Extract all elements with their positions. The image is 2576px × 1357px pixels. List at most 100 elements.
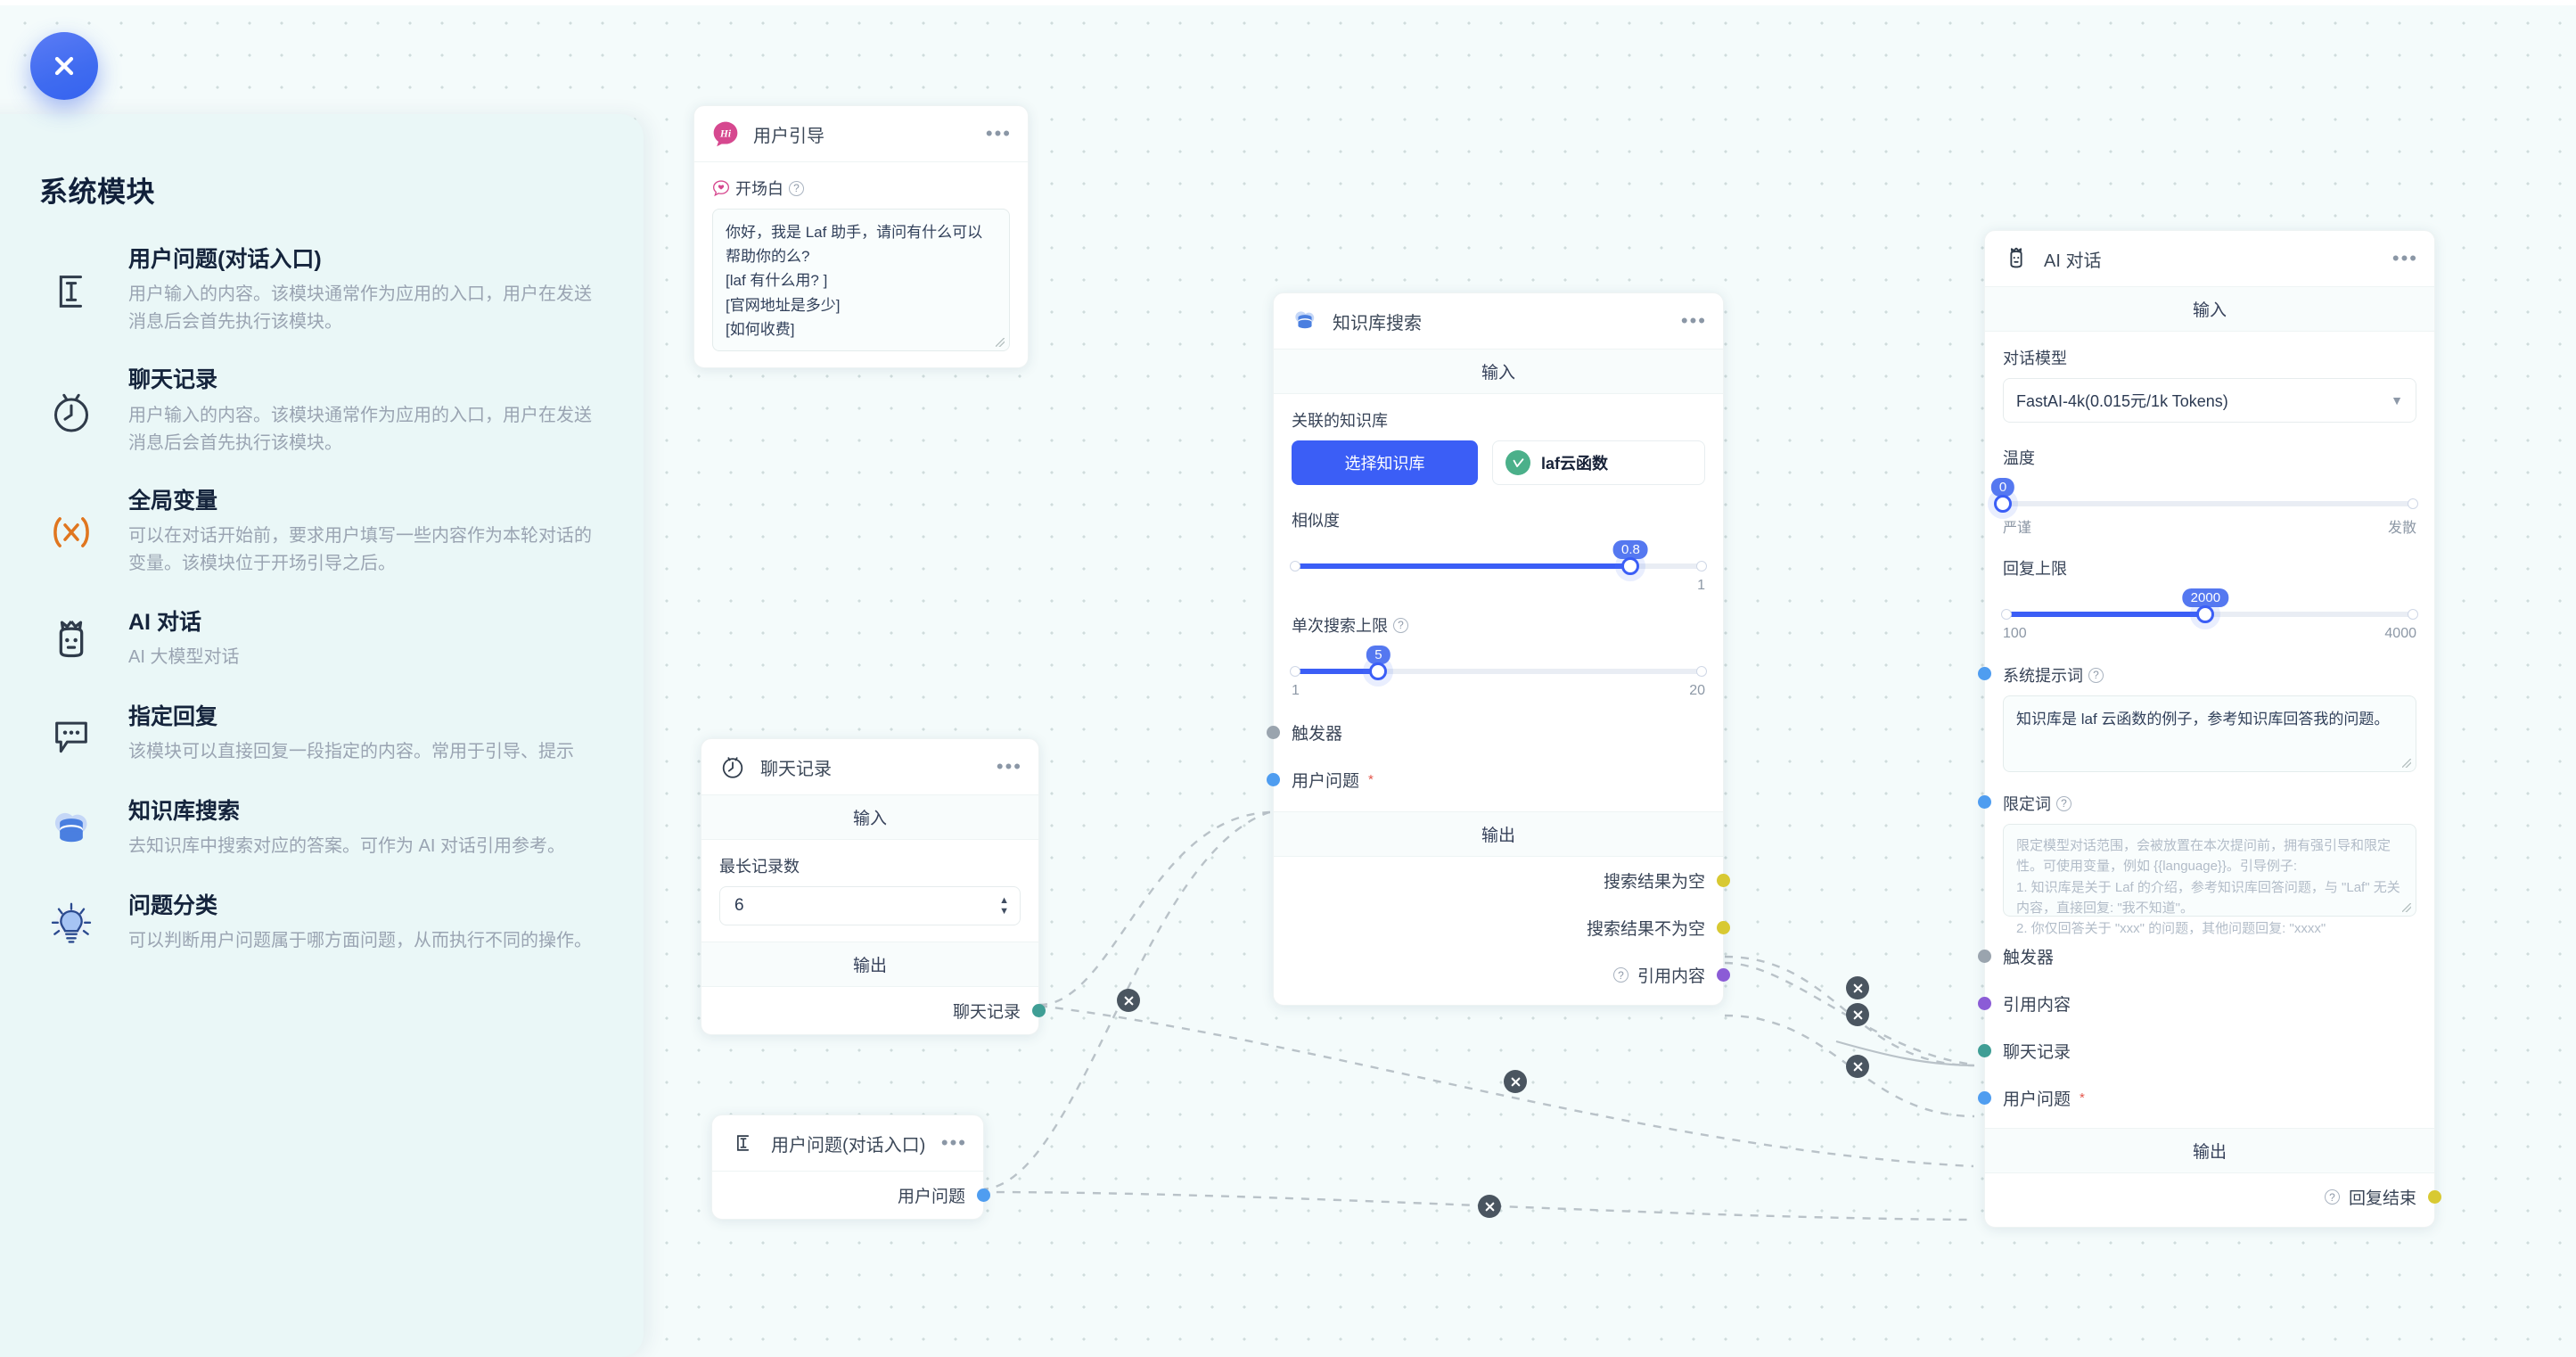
delete-edge-button[interactable] bbox=[1504, 1070, 1527, 1093]
node-menu-icon[interactable]: ••• bbox=[1680, 309, 1707, 333]
sidebar-item-text: AI 对话 AI 大模型对话 bbox=[128, 609, 592, 671]
help-icon[interactable]: ? bbox=[789, 180, 804, 196]
node-title: 聊天记录 bbox=[760, 759, 832, 779]
input-chat-history[interactable]: 聊天记录 bbox=[1978, 1027, 2434, 1074]
input-trigger[interactable]: 触发器 bbox=[1267, 715, 1723, 756]
connector-dot[interactable] bbox=[1267, 773, 1280, 786]
connector-dot[interactable] bbox=[1978, 950, 1991, 963]
sidebar-item-user-question[interactable]: 用户问题(对话入口) 用户输入的内容。该模块通常作为应用的入口，用户在发送消息后… bbox=[39, 246, 608, 336]
delete-edge-button[interactable] bbox=[1846, 1055, 1869, 1078]
opening-statement-textarea[interactable]: 你好，我是 Laf 助手，请问有什么可以帮助你的么? [laf 有什么用? ] … bbox=[712, 209, 1010, 351]
help-icon[interactable]: ? bbox=[1612, 967, 1628, 983]
delete-edge-button[interactable] bbox=[1478, 1195, 1501, 1218]
delete-edge-button[interactable] bbox=[1846, 976, 1869, 999]
max-records-stepper[interactable]: 6 ▲ ▼ bbox=[719, 886, 1021, 925]
slider-min-dot bbox=[2001, 609, 2012, 620]
slider-track[interactable] bbox=[1290, 662, 1707, 680]
field-label-opening: 开场白 ? bbox=[712, 177, 1010, 200]
input-quote-content[interactable]: 引用内容 bbox=[1978, 980, 2434, 1027]
connector-dot[interactable] bbox=[1032, 1004, 1046, 1017]
sidebar-item-global-variable[interactable]: 全局变量 可以在对话开始前，要求用户填写一些内容作为本轮对话的变量。该模块位于开… bbox=[39, 488, 608, 578]
node-header[interactable]: AI 对话 ••• bbox=[1985, 231, 2434, 287]
slider-track[interactable] bbox=[1290, 557, 1707, 575]
close-panel-button[interactable] bbox=[30, 32, 98, 100]
output-reply-end[interactable]: ? 回复结束 bbox=[1985, 1173, 2441, 1227]
limiter-textarea[interactable]: 限定模型对话范围，会被放置在本次提问前，拥有强引导和限定性。可使用变量，例如 {… bbox=[2003, 824, 2416, 936]
node-menu-icon[interactable]: ••• bbox=[996, 755, 1022, 778]
chat-model-select[interactable]: FastAI-4k(0.015元/1k Tokens) ▼ bbox=[2003, 378, 2416, 423]
similarity-slider[interactable]: 0.8 1 bbox=[1290, 540, 1707, 594]
node-user-guide[interactable]: Hi 用户引导 ••• 开场白 ? 你好，我是 Laf 助手，请问有什么可以帮助… bbox=[693, 105, 1029, 368]
close-icon bbox=[1853, 983, 1862, 992]
sidebar-item-specified-reply[interactable]: 指定回复 该模块可以直接回复一段指定的内容。常用于引导、提示 bbox=[39, 703, 608, 767]
sidebar-item-text: 知识库搜索 去知识库中搜索对应的答案。可作为 AI 对话引用参考。 bbox=[128, 798, 592, 860]
node-header[interactable]: 用户问题(对话入口) ••• bbox=[712, 1115, 983, 1172]
sidebar-item-ai-chat[interactable]: AI 对话 AI 大模型对话 bbox=[39, 608, 608, 672]
stepper-down-icon[interactable]: ▼ bbox=[999, 905, 1009, 917]
select-knowledge-base-button[interactable]: 选择知识库 bbox=[1292, 440, 1478, 485]
connector-dot[interactable] bbox=[1717, 921, 1730, 934]
slider-track[interactable] bbox=[2001, 605, 2418, 623]
sidebar-item-question-classify[interactable]: 问题分类 可以判断用户问题属于哪方面问题，从而执行不同的操作。 bbox=[39, 892, 608, 956]
connector-dot[interactable] bbox=[2428, 1190, 2441, 1204]
stepper-arrows[interactable]: ▲ ▼ bbox=[999, 894, 1009, 917]
field-label-max-tokens: 回复上限 bbox=[2003, 560, 2067, 578]
node-chat-history[interactable]: 聊天记录 ••• 输入 最长记录数 6 ▲ ▼ 输出 聊天记录 bbox=[701, 738, 1046, 1035]
delete-edge-button[interactable] bbox=[1846, 1003, 1869, 1026]
connector-dot[interactable] bbox=[1978, 1044, 1991, 1057]
connector-dot[interactable] bbox=[1978, 997, 1991, 1010]
slider-track[interactable] bbox=[1994, 495, 2418, 513]
help-icon[interactable]: ? bbox=[2056, 795, 2071, 811]
help-icon[interactable]: ? bbox=[2088, 667, 2104, 683]
help-icon[interactable]: ? bbox=[1393, 617, 1408, 633]
output-quote-content[interactable]: ? 引用内容 bbox=[1274, 951, 1730, 1005]
slider-range: 严谨 发散 bbox=[2003, 515, 2416, 537]
stepper-up-icon[interactable]: ▲ bbox=[999, 894, 1009, 906]
slider-knob[interactable] bbox=[2196, 605, 2215, 623]
node-header[interactable]: 聊天记录 ••• bbox=[701, 739, 1038, 795]
kb-chip-laf[interactable]: laf云函数 bbox=[1492, 440, 1705, 485]
input-user-question[interactable]: 用户问题* bbox=[1267, 756, 1723, 811]
input-trigger[interactable]: 触发器 bbox=[1978, 933, 2434, 980]
output-label: 引用内容 bbox=[1637, 967, 1705, 986]
output-nonempty-result[interactable]: 搜索结果不为空 bbox=[1274, 904, 1730, 951]
sidebar-item-text: 用户问题(对话入口) 用户输入的内容。该模块通常作为应用的入口，用户在发送消息后… bbox=[128, 246, 592, 336]
node-menu-icon[interactable]: ••• bbox=[985, 122, 1012, 145]
chevron-down-icon[interactable]: ▼ bbox=[2391, 393, 2403, 407]
laf-logo-icon bbox=[1505, 450, 1530, 475]
connector-dot[interactable] bbox=[1978, 1091, 1991, 1105]
node-header[interactable]: 知识库搜索 ••• bbox=[1274, 293, 1723, 350]
node-ai-chat[interactable]: AI 对话 ••• 输入 对话模型 FastAI-4k(0.015元/1k To… bbox=[1978, 230, 2441, 1228]
output-empty-result[interactable]: 搜索结果为空 bbox=[1274, 857, 1730, 904]
sidebar-item-chat-history[interactable]: 聊天记录 用户输入的内容。该模块通常作为应用的入口，用户在发送消息后会首先执行该… bbox=[39, 366, 608, 456]
connector-dot[interactable] bbox=[1978, 795, 1991, 809]
system-prompt-textarea[interactable]: 知识库是 laf 云函数的例子，参考知识库回答我的问题。 bbox=[2003, 695, 2416, 772]
temperature-slider[interactable]: 0 严谨 发散 bbox=[1990, 478, 2418, 537]
node-menu-icon[interactable]: ••• bbox=[2391, 247, 2418, 270]
node-user-question[interactable]: 用户问题(对话入口) ••• 用户问题 bbox=[711, 1114, 990, 1220]
output-chat-history[interactable]: 聊天记录 bbox=[701, 987, 1046, 1034]
delete-edge-button[interactable] bbox=[1117, 989, 1140, 1012]
sidebar-item-knowledge-search[interactable]: 知识库搜索 去知识库中搜索对应的答案。可作为 AI 对话引用参考。 bbox=[39, 797, 608, 861]
connector-dot[interactable] bbox=[1267, 726, 1280, 739]
connector-dot[interactable] bbox=[1717, 874, 1730, 887]
input-user-question[interactable]: 用户问题* bbox=[1978, 1074, 2434, 1128]
max-tokens-slider[interactable]: 2000 100 4000 bbox=[2001, 588, 2418, 642]
search-limit-slider[interactable]: 5 1 20 bbox=[1290, 646, 1707, 699]
slider-max-dot bbox=[2408, 609, 2418, 620]
slider-knob[interactable] bbox=[1621, 557, 1640, 575]
node-header[interactable]: Hi 用户引导 ••• bbox=[694, 106, 1028, 162]
node-knowledge-search[interactable]: 知识库搜索 ••• 输入 关联的知识库 选择知识库 laf云函数 相似度 0.8 bbox=[1267, 292, 1730, 1006]
connector-dot[interactable] bbox=[1978, 667, 1991, 680]
connector-dot[interactable] bbox=[1717, 968, 1730, 982]
output-label: 回复结束 bbox=[2348, 1189, 2416, 1208]
help-icon[interactable]: ? bbox=[2324, 1189, 2340, 1205]
slider-knob[interactable] bbox=[1369, 662, 1388, 680]
field-label-search-limit: 单次搜索上限 ? bbox=[1292, 613, 1705, 637]
node-menu-icon[interactable]: ••• bbox=[940, 1131, 967, 1155]
slider-min-dot bbox=[1290, 666, 1300, 677]
node-body: 最长记录数 6 ▲ ▼ bbox=[701, 840, 1038, 942]
output-user-question[interactable]: 用户问题 bbox=[712, 1172, 990, 1219]
connector-dot[interactable] bbox=[977, 1188, 990, 1202]
slider-knob[interactable] bbox=[1994, 495, 2012, 513]
